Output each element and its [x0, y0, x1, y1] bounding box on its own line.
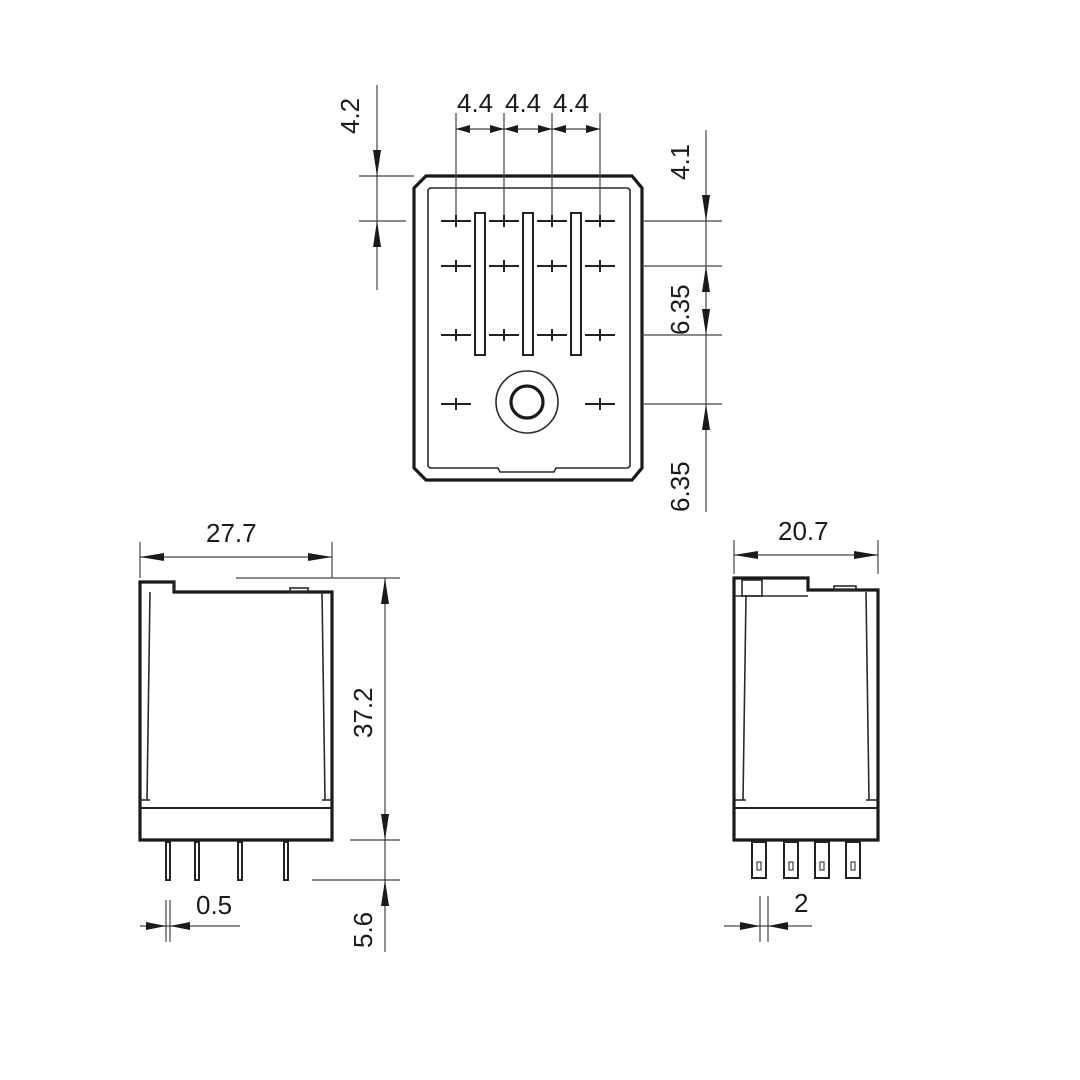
- pitch-label-2: 4.4: [505, 88, 541, 118]
- right-dimension-chain: [642, 130, 722, 512]
- pin-row-3: [441, 329, 615, 341]
- front-top-tab: [289, 587, 309, 593]
- locating-ring-inner: [509, 384, 545, 420]
- side-top-tab: [833, 585, 857, 591]
- partition-bar-1: [474, 212, 486, 356]
- side-width-label: 20.7: [778, 516, 829, 546]
- row-pitch-label: 6.35: [665, 284, 695, 335]
- bottom-pitch-label: 6.35: [665, 461, 695, 512]
- top-view-outline: [412, 174, 644, 482]
- pin-length-label: 5.6: [348, 912, 378, 948]
- pin-width-label: 2: [794, 888, 808, 918]
- side-view: 20.7 2: [724, 516, 880, 942]
- side-view-outline: [732, 576, 880, 842]
- pin-row-1: [441, 215, 615, 227]
- pin-row-4: [441, 398, 615, 410]
- front-width-dimension: [139, 542, 333, 578]
- front-height-dimension: [236, 577, 400, 952]
- pitch-label-1: 4.4: [457, 88, 493, 118]
- locating-ring-outer: [495, 370, 559, 434]
- side-terminals: [751, 841, 861, 879]
- side-top-block: [741, 579, 763, 597]
- front-pins: [165, 841, 289, 881]
- pitch-dimension: [455, 113, 601, 215]
- left-offset-label: 4.2: [335, 98, 365, 134]
- front-height-label: 37.2: [348, 687, 378, 738]
- pin-width-dimension: [724, 896, 812, 942]
- front-width-label: 27.7: [206, 518, 257, 548]
- front-view: 27.7 37.2 5.6 0.5: [138, 518, 400, 952]
- top-view-inner-rim: [427, 187, 631, 473]
- top-view: 4.4 4.4 4.4 4.2 4.1 6.35 6.35: [335, 85, 722, 512]
- pin-thickness-label: 0.5: [196, 890, 232, 920]
- partition-bar-2: [522, 212, 534, 356]
- pin-thickness-dimension: [140, 900, 240, 942]
- right-top-label: 4.1: [665, 144, 695, 180]
- pin-row-2: [441, 260, 615, 272]
- pitch-label-3: 4.4: [553, 88, 589, 118]
- partition-bar-3: [570, 212, 582, 356]
- left-offset-dimension: [359, 85, 414, 290]
- front-view-outline: [138, 580, 334, 842]
- side-width-dimension: [733, 540, 879, 574]
